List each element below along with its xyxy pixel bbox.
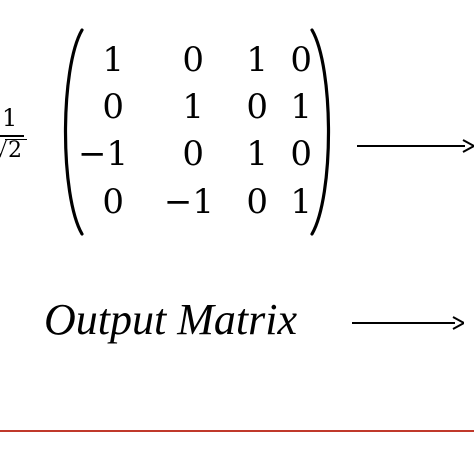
matrix-cell: 0: [246, 182, 268, 222]
matrix-cell: 0: [102, 182, 124, 222]
matrix-cell: 0: [290, 134, 312, 174]
output-matrix-label: Output Matrix: [44, 295, 297, 344]
matrix-cell: 0: [182, 134, 204, 174]
matrix-cell: −1: [163, 182, 214, 222]
matrix-cell: 1: [290, 182, 312, 222]
matrix-cell: −1: [78, 134, 129, 174]
matrix-cell: 1: [290, 87, 312, 127]
matrix-cell: 1: [246, 40, 268, 80]
matrix-cell: 0: [246, 87, 268, 127]
right-parenthesis: [310, 28, 331, 236]
matrix-cell: 0: [290, 40, 312, 80]
sqrt-expression: √2: [0, 138, 23, 163]
matrix-cell: 0: [102, 87, 124, 127]
fraction-denominator: √2: [0, 137, 27, 165]
right-arrow-icon: [352, 316, 464, 330]
fraction-bar: [0, 135, 24, 137]
matrix-cell: 1: [246, 134, 268, 174]
sqrt-overbar: [5, 139, 27, 141]
left-parenthesis: [63, 28, 84, 236]
fraction-numerator: 1: [2, 104, 18, 132]
right-arrow-icon: [357, 139, 474, 153]
matrix-cell: 1: [102, 40, 124, 80]
divider-line: [0, 430, 474, 432]
matrix-cell: 0: [182, 40, 204, 80]
scalar-fraction: 1 √2: [0, 104, 36, 174]
matrix-cell: 1: [182, 87, 204, 127]
